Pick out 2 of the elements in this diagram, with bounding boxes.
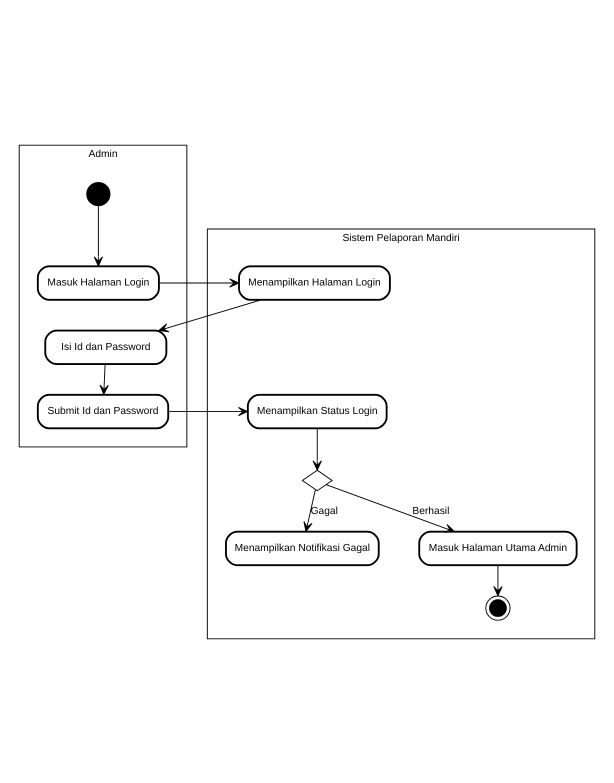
- edge-label: Gagal: [310, 505, 338, 516]
- edge-label: Berhasil: [412, 505, 450, 516]
